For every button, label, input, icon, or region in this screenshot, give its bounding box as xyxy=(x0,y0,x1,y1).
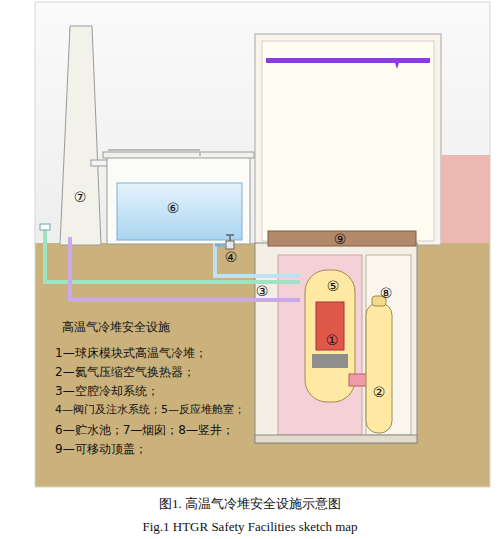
floor xyxy=(255,435,417,443)
callout-number: ⑨ xyxy=(334,231,347,248)
adjacent-building xyxy=(441,155,490,243)
chimney xyxy=(60,26,101,245)
key-line: 1—球床模块式高温气冷堆； xyxy=(55,346,207,360)
cooling-pipe-green xyxy=(45,229,300,282)
pool-building xyxy=(107,156,250,244)
underground-structure xyxy=(255,243,417,443)
reactor-core xyxy=(316,302,344,350)
valve-stem xyxy=(226,235,234,241)
ground xyxy=(35,243,490,487)
callout-number: ⑤ xyxy=(327,278,340,295)
pool-pipe-2 xyxy=(108,150,200,156)
caption: 图1. 高温气冷堆安全设施示意图 xyxy=(159,496,341,512)
reactor-building xyxy=(255,34,441,245)
left-terminal xyxy=(40,224,50,230)
heat-exchanger xyxy=(366,303,392,433)
reactor-vessel xyxy=(305,270,355,402)
callout-number: ③ xyxy=(256,283,269,300)
core-bottom xyxy=(312,354,348,368)
crane-hook xyxy=(395,63,399,69)
caption-english: Fig.1 HTGR Safety Facilities sketch map xyxy=(142,519,357,535)
cooling-pipe-purple xyxy=(70,237,300,300)
callout-number: ⑧ xyxy=(380,285,393,302)
callout-number: ⑦ xyxy=(74,189,87,206)
key-line: 6—贮水池；7—烟囱；8—竖井； xyxy=(55,423,234,437)
valve xyxy=(226,241,234,249)
building-inner xyxy=(262,41,434,241)
valve-pipe xyxy=(215,244,226,247)
key-line: 2—氦气压缩空气换热器； xyxy=(55,365,195,379)
frame xyxy=(35,2,490,487)
key-title: 高温气冷堆安全设施 xyxy=(62,320,170,334)
callout-number: ② xyxy=(373,384,386,401)
pool-roof xyxy=(103,152,254,158)
callout-number: ④ xyxy=(225,249,238,266)
key-line: 4—阀门及注水系统；5—反应堆舱室； xyxy=(55,403,245,416)
callout-number: ① xyxy=(326,332,339,349)
water-pool xyxy=(117,183,242,240)
callout-number: ⑥ xyxy=(167,200,180,217)
exhaust-pipe xyxy=(91,160,109,166)
crane-rail xyxy=(266,58,430,63)
key-line: 3—空腔冷却系统； xyxy=(55,384,159,398)
key-line: 9—可移动顶盖； xyxy=(55,442,147,456)
shaft xyxy=(366,255,411,435)
